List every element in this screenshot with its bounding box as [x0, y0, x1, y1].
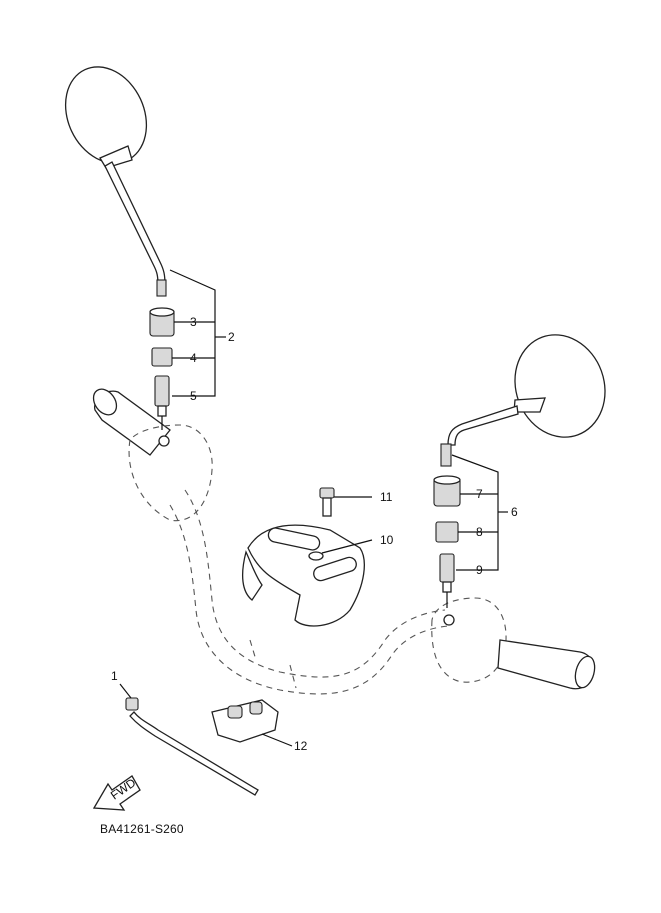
callout-1: 1: [111, 669, 118, 683]
left-mirror: [64, 66, 167, 297]
callout-4: 4: [190, 351, 197, 365]
callouts: 1 2 3 4 5 6 7 8 9 10 11 12: [111, 315, 518, 753]
callout-10: 10: [380, 533, 394, 547]
right-mirror: [440, 334, 606, 467]
callout-2: 2: [228, 330, 235, 344]
right-grip: [431, 597, 596, 690]
callout-11: 11: [380, 490, 393, 504]
diagram-code: BA41261-S260: [100, 822, 184, 836]
cable-tie: [125, 697, 259, 796]
handlebar-outline: [169, 489, 449, 695]
callout-6: 6: [511, 505, 518, 519]
callout-9: 9: [476, 563, 483, 577]
leader-lines: [119, 269, 508, 747]
clamp: [211, 699, 279, 743]
callout-7: 7: [476, 487, 483, 501]
left-mirror-parts: [149, 307, 175, 417]
fwd-arrow: FWD: [92, 775, 141, 811]
right-mirror-parts: [433, 475, 461, 593]
left-grip: [92, 388, 213, 522]
callout-5: 5: [190, 389, 197, 403]
callout-8: 8: [476, 525, 483, 539]
callout-12: 12: [294, 739, 308, 753]
bolt: [319, 487, 335, 517]
callout-3: 3: [190, 315, 197, 329]
holder-bracket: [241, 524, 365, 627]
